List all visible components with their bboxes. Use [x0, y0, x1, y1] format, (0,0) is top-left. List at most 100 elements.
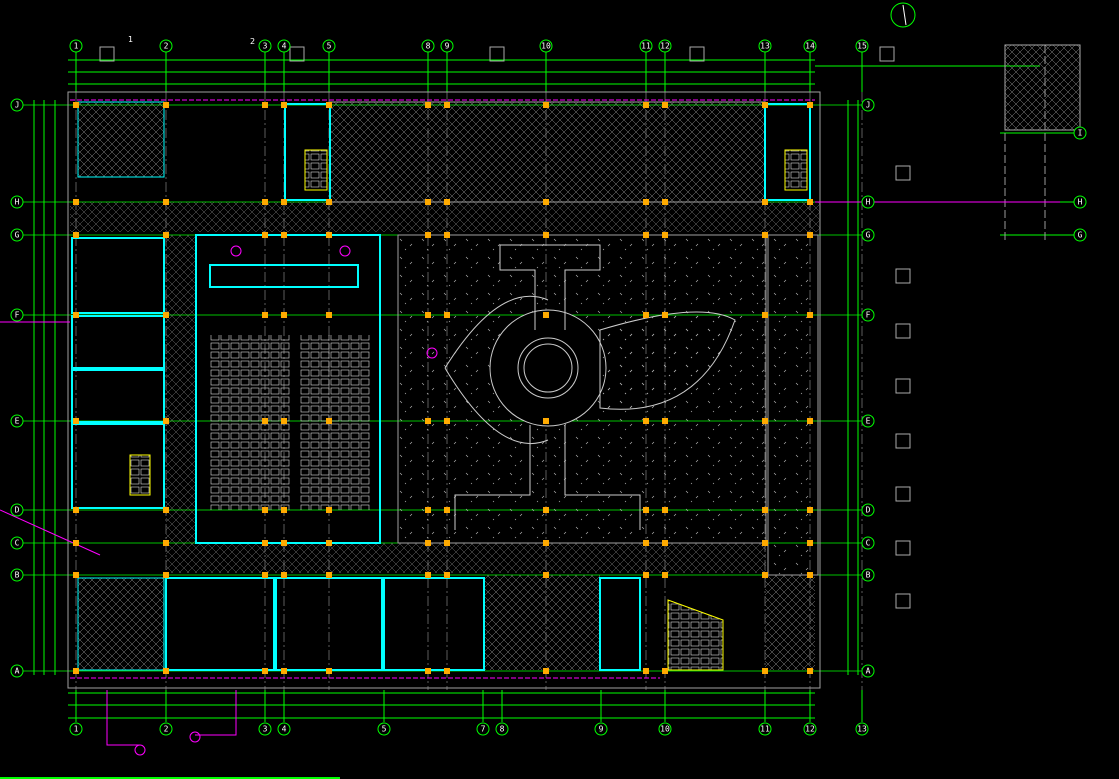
axis-bubble-left: D — [10, 503, 24, 517]
north-arrow-needle — [902, 4, 907, 26]
column — [425, 572, 431, 578]
axis-bubble-bottom: 2 — [159, 722, 173, 736]
column — [643, 668, 649, 674]
toilet-block-north — [77, 101, 165, 178]
toilet-block-south — [77, 577, 165, 671]
column — [444, 199, 450, 205]
axis-label: I — [1078, 129, 1083, 138]
column — [425, 199, 431, 205]
axis-label: D — [866, 506, 871, 515]
axis-label: 12 — [660, 42, 670, 51]
axis-bubble-top: 14 — [803, 39, 817, 53]
axis-bubble-left: A — [10, 664, 24, 678]
column — [643, 572, 649, 578]
column — [643, 312, 649, 318]
axis-label: 12 — [805, 725, 815, 734]
column — [163, 572, 169, 578]
axis-label: 9 — [599, 725, 604, 734]
column — [762, 199, 768, 205]
column — [262, 540, 268, 546]
axis-bubble-bottom: 7 — [476, 722, 490, 736]
column — [326, 540, 332, 546]
axis-label: H — [1078, 198, 1083, 207]
axis-bubble-right: J — [861, 98, 875, 112]
floor-plan — [0, 2, 1081, 779]
axis-label: 15 — [857, 42, 867, 51]
column — [762, 572, 768, 578]
column — [762, 540, 768, 546]
column — [73, 312, 79, 318]
axis-label: 10 — [660, 725, 670, 734]
axis-label: 13 — [760, 42, 770, 51]
axis-bubble-right: G — [861, 228, 875, 242]
axis-bubble-top: 3 — [258, 39, 272, 53]
column — [425, 540, 431, 546]
column — [807, 540, 813, 546]
corridor-west — [166, 235, 196, 545]
column — [807, 312, 813, 318]
detail-axis-bubble: I — [1073, 126, 1087, 140]
axis-label: 4 — [282, 725, 287, 734]
hatched-hall-top — [329, 101, 766, 203]
section-mark-1: 1 — [128, 35, 133, 44]
axis-bubble-bottom: 3 — [258, 722, 272, 736]
column — [326, 312, 332, 318]
column — [163, 102, 169, 108]
column — [163, 199, 169, 205]
axis-label: 1 — [74, 725, 79, 734]
column — [807, 507, 813, 513]
axis-bubble-bottom: 9 — [594, 722, 608, 736]
column — [163, 507, 169, 513]
axis-bubble-top: 13 — [758, 39, 772, 53]
column — [425, 232, 431, 238]
axis-label: 4 — [282, 42, 287, 51]
axis-bubble-bottom: 1 — [69, 722, 83, 736]
axis-bubble-right: H — [861, 195, 875, 209]
stair-south — [667, 599, 724, 671]
column — [281, 102, 287, 108]
axis-label: 11 — [641, 42, 651, 51]
column — [73, 507, 79, 513]
axis-bubble-left: G — [10, 228, 24, 242]
legend-box — [895, 165, 911, 181]
detail-hatched-block — [1004, 44, 1081, 131]
column — [262, 232, 268, 238]
hatched-room-se — [765, 575, 815, 670]
column — [73, 668, 79, 674]
courtyard-leaf — [599, 311, 736, 410]
axis-label: 8 — [426, 42, 431, 51]
column — [281, 507, 287, 513]
axis-bubble-top: 12 — [658, 39, 672, 53]
dimension-box — [489, 46, 505, 62]
axis-bubble-bottom: 11 — [758, 722, 772, 736]
axis-label: J — [15, 101, 20, 110]
column — [643, 232, 649, 238]
column — [326, 232, 332, 238]
axis-label: G — [866, 231, 871, 240]
axis-label: F — [866, 311, 871, 320]
axis-label: 3 — [263, 42, 268, 51]
axis-bubble-right: F — [861, 308, 875, 322]
column — [662, 540, 668, 546]
axis-bubble-left: C — [10, 536, 24, 550]
column — [643, 507, 649, 513]
column — [444, 102, 450, 108]
axis-label: 2 — [164, 42, 169, 51]
south-rooms — [165, 577, 641, 671]
fountain-middle — [517, 337, 579, 399]
axis-bubble-top: 1 — [69, 39, 83, 53]
column — [262, 507, 268, 513]
detail-axis-bubble: G — [1073, 228, 1087, 242]
axis-label: J — [866, 101, 871, 110]
axis-bubble-bottom: 5 — [377, 722, 391, 736]
column — [444, 507, 450, 513]
axis-label: D — [15, 506, 20, 515]
axis-bubble-bottom: 10 — [658, 722, 672, 736]
column — [762, 507, 768, 513]
stairs — [129, 149, 808, 496]
axis-bubble-right: C — [861, 536, 875, 550]
column — [643, 540, 649, 546]
column — [807, 572, 813, 578]
axis-bubble-top: 8 — [421, 39, 435, 53]
